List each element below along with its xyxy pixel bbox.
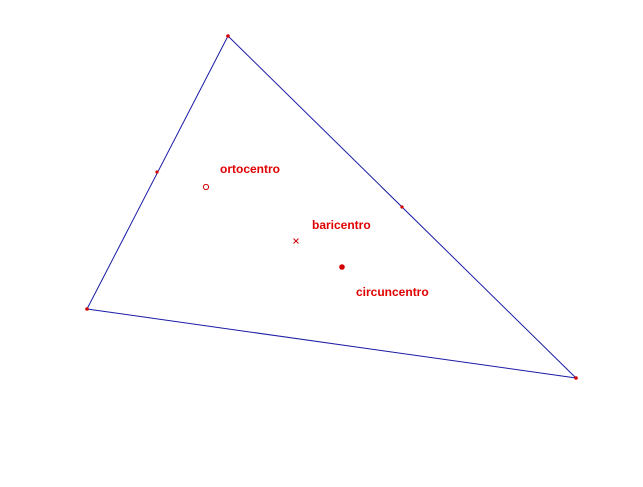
vertex-b[interactable] bbox=[85, 307, 89, 311]
vertex-a[interactable] bbox=[226, 34, 230, 38]
point-on-side-ac[interactable] bbox=[400, 205, 404, 209]
circumcenter-point[interactable] bbox=[339, 264, 345, 270]
orthocenter-label: ortocentro bbox=[220, 162, 280, 176]
circumcenter-label: circuncentro bbox=[356, 285, 429, 299]
orthocenter-point[interactable] bbox=[202, 183, 210, 191]
centroid-label: baricentro bbox=[312, 218, 371, 232]
centroid-point[interactable] bbox=[293, 238, 299, 244]
vertex-c[interactable] bbox=[574, 376, 578, 380]
side-bc[interactable] bbox=[86, 308, 577, 379]
point-on-side-ab[interactable] bbox=[155, 170, 159, 174]
